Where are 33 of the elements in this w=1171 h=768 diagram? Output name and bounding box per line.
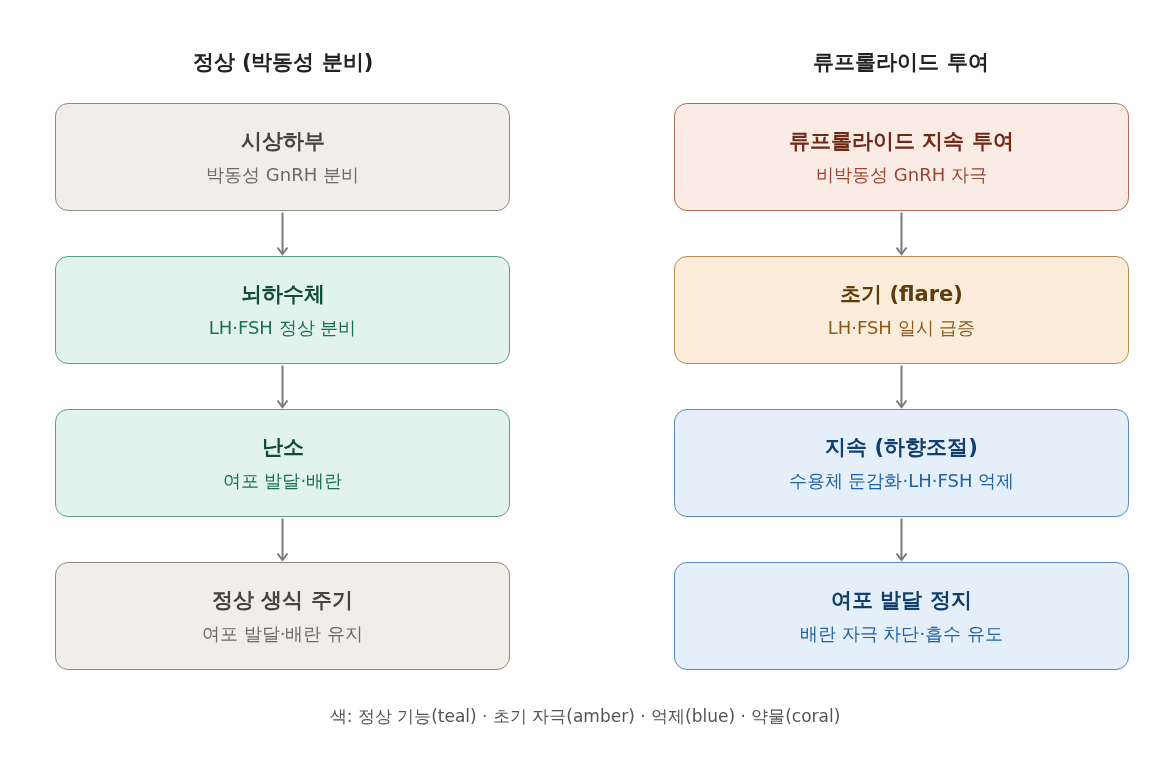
process-box: [674, 256, 1129, 364]
box-title: 여포 발달 정지: [831, 586, 972, 613]
box-subtitle: LH·FSH 정상 분비: [208, 315, 357, 340]
box-title: 초기 (flare): [840, 280, 963, 307]
box-subtitle: 여포 발달·배란: [222, 468, 343, 493]
process-box: [55, 409, 510, 517]
process-box: [55, 562, 510, 670]
column-heading: 류프롤라이드 투여: [813, 49, 989, 76]
box-title: 지속 (하향조절): [825, 433, 978, 460]
process-box: [55, 103, 510, 211]
box-subtitle: LH·FSH 일시 급증: [827, 315, 976, 340]
arrow: [895, 364, 908, 408]
box-subtitle: 박동성 GnRH 분비: [206, 162, 359, 187]
arrow: [276, 517, 289, 561]
caption: 색: 정상 기능(teal) · 초기 자극(amber) · 억제(blue) · 약물(coral): [329, 705, 841, 728]
box-title: 난소: [261, 433, 304, 460]
box-subtitle: 수용체 둔감화·LH·FSH 억제: [788, 468, 1015, 493]
arrow: [895, 517, 908, 561]
box-title: 정상 생식 주기: [212, 586, 353, 613]
box-title: 류프롤라이드 지속 투여: [789, 127, 1014, 154]
box-subtitle: 배란 자극 차단·흡수 유도: [800, 621, 1003, 646]
process-box: [674, 562, 1129, 670]
arrow: [276, 364, 289, 408]
arrow: [895, 211, 908, 255]
box-subtitle: 비박동성 GnRH 자극: [816, 162, 987, 187]
process-box: [674, 103, 1129, 211]
box-title: 뇌하수체: [240, 280, 325, 307]
process-box: [55, 256, 510, 364]
process-box: [674, 409, 1129, 517]
box-subtitle: 여포 발달·배란 유지: [201, 621, 364, 646]
column-heading: 정상 (박동성 분비): [192, 49, 374, 76]
arrow: [276, 211, 289, 255]
box-title: 시상하부: [240, 127, 325, 154]
